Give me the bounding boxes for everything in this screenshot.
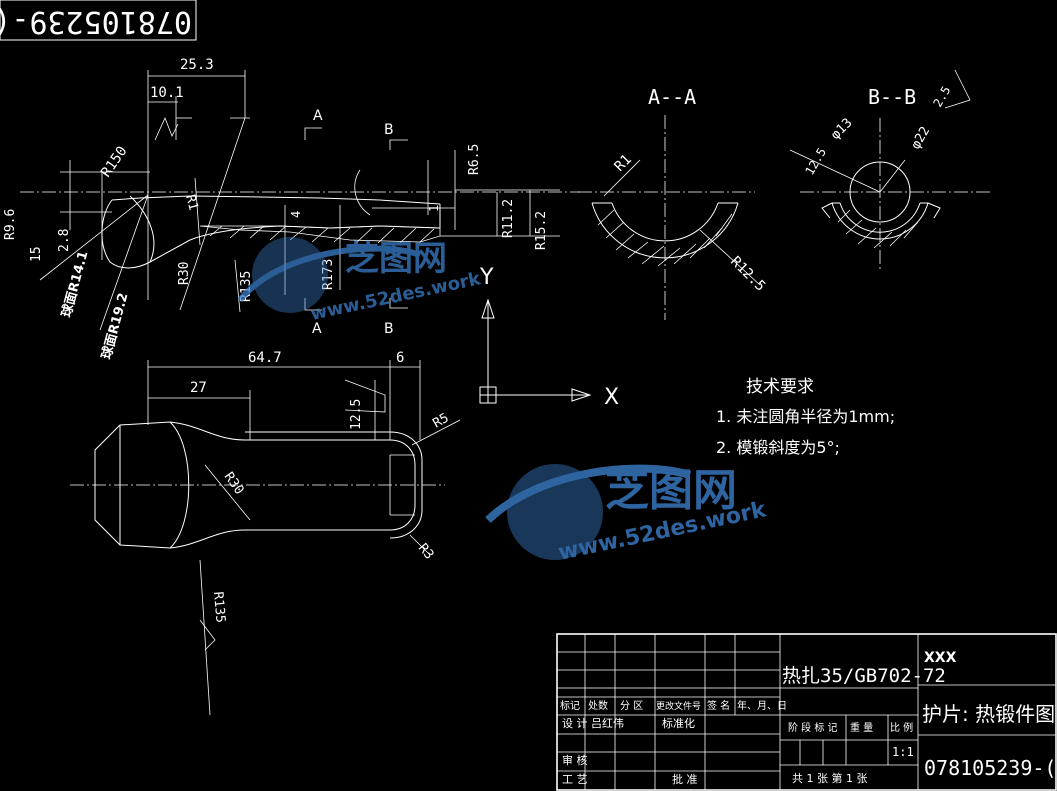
sphere-label-r19-2: 球面R19.2 [98,291,131,361]
tb-weight-header: 重 量 [850,721,873,734]
dim-r3: R3 [415,541,437,563]
dim-27: 27 [190,380,207,396]
dim-b-2-5: 2.5 [930,84,953,110]
tb-header-sign: 签 名 [707,699,730,712]
dim-6: 6 [396,350,404,366]
dim-15: 15 [29,246,44,262]
tb-header-zone: 分 区 [620,700,643,712]
tb-approve-label: 批 准 [672,772,698,786]
coordinate-axes: Y X [479,265,619,410]
tech-requirement-1: 1. 未注圆角半径为1mm; [716,407,895,426]
tb-company: XXX [924,650,957,666]
dim-r30-top: R30 [177,262,192,285]
title-block: 热扎35/GB702-72 XXX 护片: 热锻件图 078105239-( 1… [556,633,1057,791]
dim-25-3: 25.3 [180,57,214,73]
tb-standard-label: 标准化 [662,716,695,730]
tb-header-date: 年、月、日 [737,699,787,712]
tb-part-name: 护片: 热锻件图 [922,702,1055,726]
tb-review-label: 审 核 [562,753,588,767]
section-a-a: A--A R1 R12.5 [578,85,768,320]
dim-2-8: 2.8 [57,229,72,252]
tb-material: 热扎35/GB702-72 [782,665,946,687]
dim-12-5: 12.5 [349,399,364,430]
section-b-b: B--B φ13 φ22 12.5 2.5 [789,69,990,270]
tb-scale-header: 比 例 [890,721,913,734]
tb-design-label: 设 计 [562,717,588,730]
cut-mark-a-bottom: A [312,321,322,337]
tb-designer: 吕红伟 [591,717,624,730]
dim-b-phi22: φ22 [908,124,933,152]
tb-sheet-info: 共 1 张 第 1 张 [792,771,867,785]
watermark-brand-top: 芝图网 [345,239,447,279]
dim-10-1: 10.1 [150,85,184,101]
top-left-code-box: 078105239-( [0,0,197,41]
axis-x-label: X [604,385,619,410]
tb-drawing-number: 078105239-( [924,756,1056,780]
tech-requirement-2: 2. 模锻斜度为5°; [716,438,840,457]
watermark-top: 芝图网 www.52des.work [237,237,483,325]
dim-b-12-5: 12.5 [802,145,829,177]
section-b-label: B--B [868,85,916,109]
dim-4: 4 [289,211,303,218]
tb-header-mark: 标记 [560,700,580,712]
cut-mark-b-top: B [384,122,394,138]
dim-r173: R173 [321,259,336,290]
axis-y-label: Y [479,265,494,290]
dim-a-r12-5: R12.5 [727,254,768,295]
dim-a-r1: R1 [612,152,635,175]
dim-r6-5: R6.5 [467,144,482,175]
dim-r135-bottom: R135 [210,591,228,624]
tb-header-doc: 更改文件号 [656,700,701,712]
sphere-label-r14-1: 球面R14.1 [58,249,91,319]
tb-header-count: 处数 [588,699,608,712]
watermark-center: 芝图网 www.52des.work [485,464,770,566]
dim-r150: R150 [98,143,130,180]
cut-mark-a-top: A [313,108,323,124]
plan-view: 64.7 6 27 12.5 R5 R30 R3 R135 [70,350,461,716]
dim-r9-6: R9.6 [3,209,18,240]
dim-r30-bottom: R30 [221,470,247,498]
dim-r1: R1 [182,193,201,212]
dim-1: 1 [427,205,441,212]
section-a-label: A--A [648,85,696,109]
dim-64-7: 64.7 [248,350,282,366]
tb-process-label: 工 艺 [562,773,588,786]
cut-mark-b-bottom: B [384,321,394,337]
tb-stage-header: 阶 段 标 记 [788,721,838,734]
tech-requirements: 技术要求 1. 未注圆角半径为1mm; 2. 模锻斜度为5°; [716,377,895,457]
dim-r11-2: R11.2 [501,199,516,238]
tb-scale: 1:1 [892,745,914,759]
tech-requirements-title: 技术要求 [746,377,814,397]
dim-b-phi13: φ13 [828,116,855,143]
dim-r15-2: R15.2 [534,211,549,250]
watermark-brand-center: 芝图网 [605,465,737,516]
top-left-code: 078105239-( [0,4,192,39]
dim-r5: R5 [431,411,452,432]
